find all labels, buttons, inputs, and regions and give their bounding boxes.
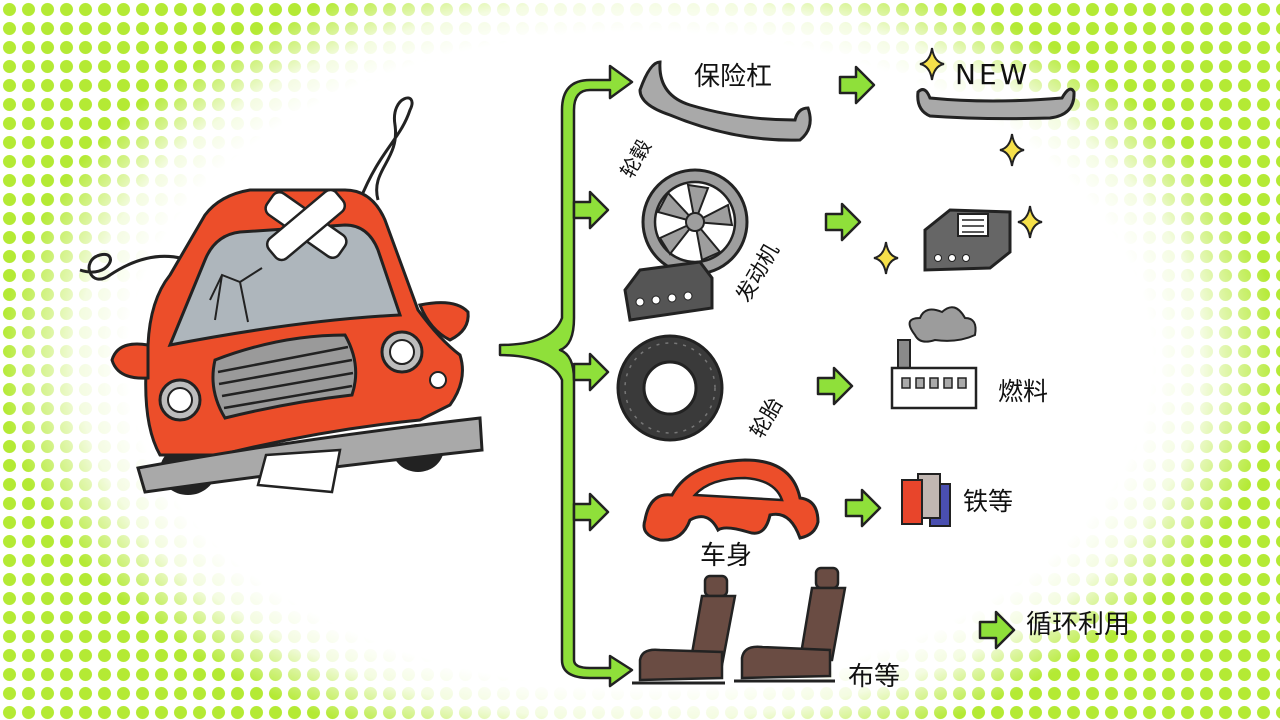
engine-icon [623,260,714,322]
sparkle-icon [999,133,1025,167]
old-bumper-icon [638,60,812,142]
new-bumper-icon [916,87,1076,121]
sparkle-icon [873,241,899,275]
branch-tree [498,64,634,688]
arrow-to-iron [844,488,882,528]
sparkle-icon [919,47,945,81]
car-body-icon [642,458,820,542]
cloth-label: 布等 [848,662,901,692]
bumper-label: 保险杠 [694,62,773,92]
broken-car-illustration [79,96,484,495]
fuel-label: 燃料 [998,377,1049,406]
arrow-to-new [838,65,876,105]
arrow-to-new-engine [824,202,862,242]
car-seat-icon [734,566,847,683]
wheel-hub-icon [641,168,749,276]
new-label: NEW [955,58,1031,91]
sparkle-icon [1017,205,1043,239]
new-engine-icon [923,208,1012,272]
branch-arrow-hub [572,190,610,230]
tire-icon [616,334,724,442]
arrow-to-factory [816,366,854,406]
iron-materials-icon [901,473,951,527]
car-seat-icon [632,574,737,685]
branch-arrow-body [572,492,610,532]
body-label: 车身 [700,541,753,571]
factory-icon [890,306,978,410]
legend-label: 循环利用 [1026,610,1131,640]
iron-label: 铁等 [963,487,1014,516]
legend-arrow-icon [978,610,1016,650]
branch-arrow-tire [572,352,610,392]
